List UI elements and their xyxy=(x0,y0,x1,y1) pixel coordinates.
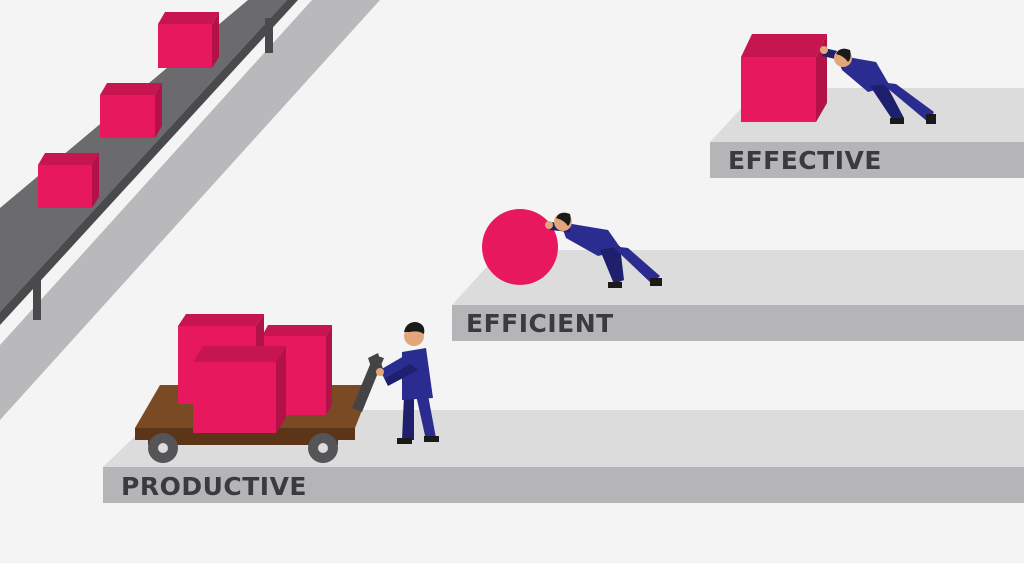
conveyor-belt-icon xyxy=(0,0,380,420)
worker-leg-back xyxy=(600,246,624,284)
effective-box xyxy=(741,34,827,122)
step-front xyxy=(452,305,1024,341)
worker-shoe xyxy=(650,278,662,286)
box-side-icon xyxy=(212,12,219,68)
worker-arm xyxy=(384,364,418,386)
conveyor-rail xyxy=(0,0,298,325)
worker-shoe xyxy=(926,114,936,124)
worker-leg-back xyxy=(402,395,414,440)
step-front xyxy=(710,142,1024,178)
conveyor-leg-left xyxy=(33,280,41,320)
box-icon xyxy=(158,24,212,68)
worker-leg-front xyxy=(612,246,660,284)
conveyor-box-2 xyxy=(100,83,162,138)
efficient-label: EFFICIENT xyxy=(466,309,614,338)
box-top-icon xyxy=(262,325,332,336)
worker-hair xyxy=(556,212,571,226)
box-top-icon xyxy=(158,12,219,24)
effective-label: EFFECTIVE xyxy=(728,146,882,175)
box-icon xyxy=(100,95,155,138)
worker-arm xyxy=(380,356,414,378)
worker-icon xyxy=(820,46,936,124)
ball-icon xyxy=(482,209,558,285)
box-icon xyxy=(38,165,92,208)
box-side-icon xyxy=(92,153,99,208)
worker-icon xyxy=(545,212,662,288)
cart-box-front xyxy=(193,346,286,433)
conveyor-box-3 xyxy=(38,153,99,208)
worker-icon xyxy=(376,322,439,444)
box-icon xyxy=(741,57,816,122)
conveyor-side-panel xyxy=(0,0,380,420)
box-top-icon xyxy=(100,83,162,95)
cart-wheel-left-hub xyxy=(158,443,168,453)
worker-torso xyxy=(560,222,622,256)
box-side-icon xyxy=(326,325,332,415)
box-icon xyxy=(193,362,276,433)
worker-leg-back xyxy=(870,84,904,122)
box-top-icon xyxy=(741,34,827,57)
worker-torso xyxy=(836,55,890,92)
box-side-icon xyxy=(155,83,162,138)
cart-deck-edge xyxy=(135,428,355,440)
box-top-icon xyxy=(38,153,99,165)
conveyor-leg-right xyxy=(265,18,273,53)
box-side-icon xyxy=(276,346,286,433)
cart-frame xyxy=(148,440,338,445)
worker-hair xyxy=(404,322,425,334)
worker-shoe xyxy=(397,438,412,444)
cart-wheel-right-hub xyxy=(318,443,328,453)
worker-shoe xyxy=(608,282,622,288)
box-top-icon xyxy=(178,314,264,326)
step-front xyxy=(103,467,1024,503)
worker-shoe xyxy=(424,436,439,442)
step-top xyxy=(452,250,1024,305)
worker-shoe xyxy=(890,118,904,124)
worker-leg-front xyxy=(416,395,436,440)
productive-label: PRODUCTIVE xyxy=(121,472,308,501)
worker-hand xyxy=(376,368,384,376)
worker-hand xyxy=(820,46,828,54)
worker-hand xyxy=(545,221,553,229)
conveyor-box-1 xyxy=(158,12,219,68)
worker-hair xyxy=(836,48,851,62)
step-efficient xyxy=(452,250,1024,341)
worker-leg-front xyxy=(880,82,934,122)
box-top-icon xyxy=(193,346,286,362)
